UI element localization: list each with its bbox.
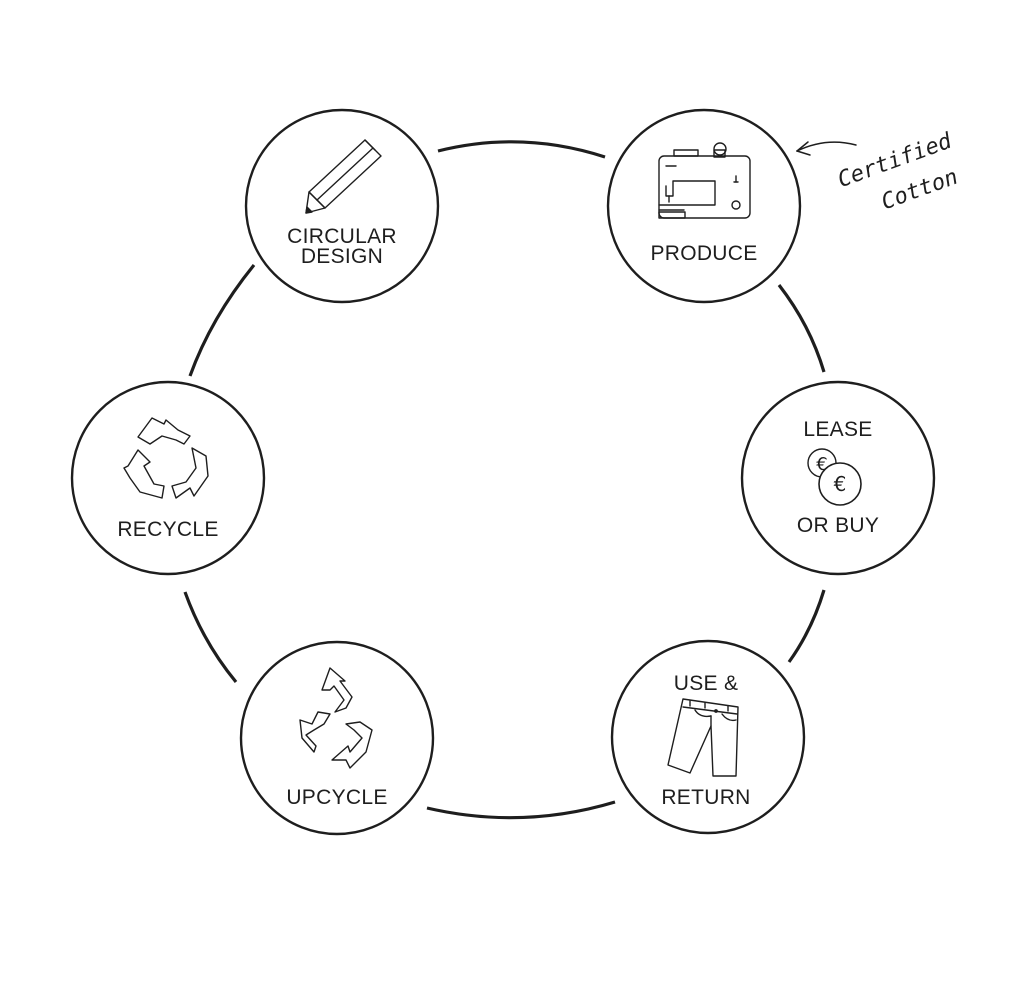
upcycle-arrows-icon: [299, 667, 373, 769]
annotation-certified-cotton: Certified Cotton: [796, 129, 961, 215]
trousers-icon: [667, 698, 739, 777]
pencil-icon: [305, 139, 382, 214]
node-label: RECYCLE: [117, 518, 218, 541]
node-label: PRODUCE: [650, 242, 757, 265]
arc-produce-to-lease: [777, 284, 826, 373]
arc-lease-to-use: [787, 589, 826, 663]
arc-recycle-to-design: [188, 263, 256, 377]
coin-symbol-back: €: [816, 454, 827, 475]
euro-coins-icon: € €: [807, 448, 862, 506]
node-label: UPCYCLE: [286, 786, 387, 809]
node-produce: PRODUCE: [606, 108, 802, 304]
arc-upcycle-to-recycle: [183, 591, 238, 684]
node-circle: [244, 108, 440, 304]
node-label-line-1: LEASE: [803, 418, 872, 441]
node-recycle: RECYCLE: [70, 380, 266, 576]
node-label-line-2: RETURN: [661, 786, 750, 809]
node-circle: [606, 108, 802, 304]
node-label-line-1: USE &: [674, 672, 739, 695]
node-circular-design: CIRCULAR DESIGN: [244, 108, 440, 304]
arc-design-to-produce: [437, 140, 606, 159]
recycle-icon: [123, 417, 209, 499]
node-circle: [610, 639, 806, 835]
node-upcycle: UPCYCLE: [239, 640, 435, 836]
sewing-machine-icon: [658, 142, 751, 219]
node-circle: [70, 380, 266, 576]
coin-symbol-front: €: [834, 472, 847, 496]
node-use-and-return: USE & RETURN: [610, 639, 806, 835]
node-label-line-2: OR BUY: [797, 514, 879, 537]
node-circle: [239, 640, 435, 836]
node-lease-or-buy: € € LEASE OR BUY: [740, 380, 936, 576]
node-label-line-2: DESIGN: [301, 245, 383, 268]
arc-use-to-upcycle: [426, 800, 616, 820]
cycle-ring: [183, 140, 826, 820]
node-label-line-1: CIRCULAR: [287, 225, 397, 248]
curved-arrow-icon: [796, 141, 857, 156]
